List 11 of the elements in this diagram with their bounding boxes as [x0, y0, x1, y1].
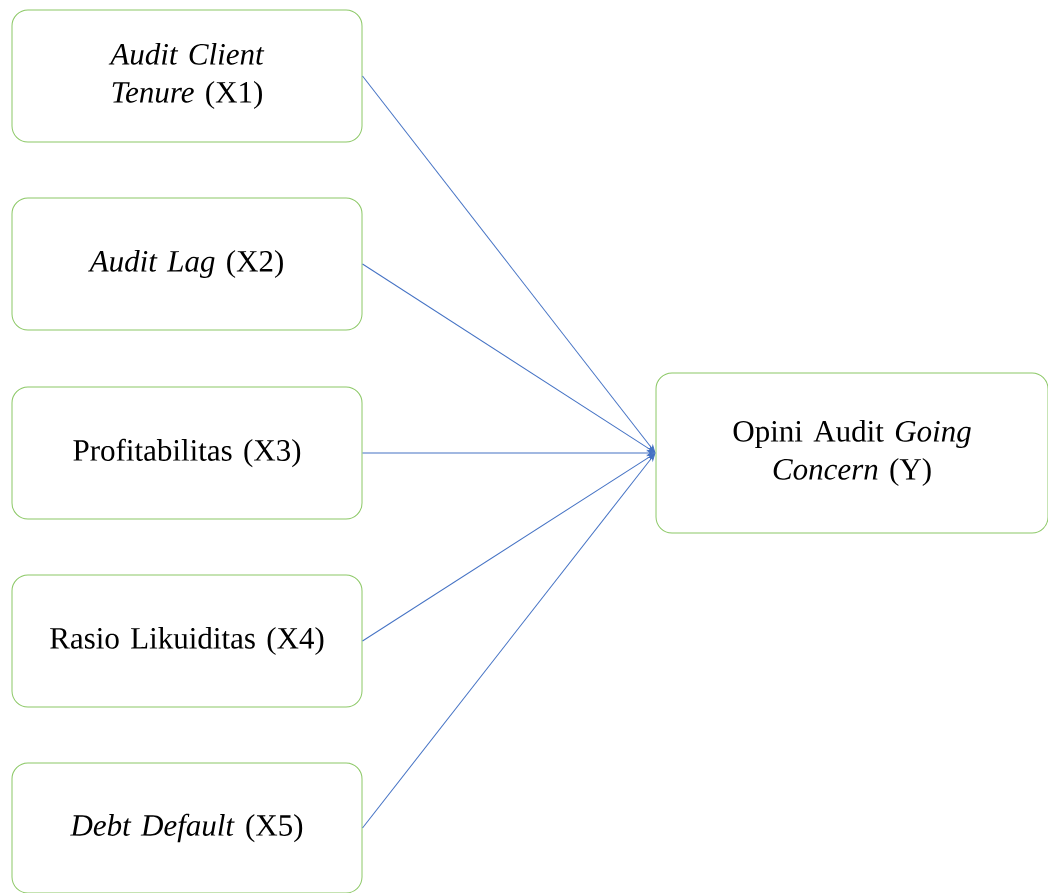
- variable-box: Profitabilitas (X3): [11, 386, 363, 520]
- arrow: [362, 263, 655, 453]
- arrow: [362, 453, 655, 642]
- variable-box: Opini Audit Going Concern (Y): [655, 372, 1048, 534]
- arrow: [362, 450, 655, 456]
- variable-box: Debt Default (X5): [11, 762, 363, 893]
- variable-box: Audit Client Tenure (X1): [11, 9, 363, 143]
- variable-box: Rasio Likuiditas (X4): [11, 574, 363, 708]
- variable-box: Audit Lag (X2): [11, 197, 363, 331]
- arrow: [362, 75, 656, 453]
- arrow: [362, 453, 656, 829]
